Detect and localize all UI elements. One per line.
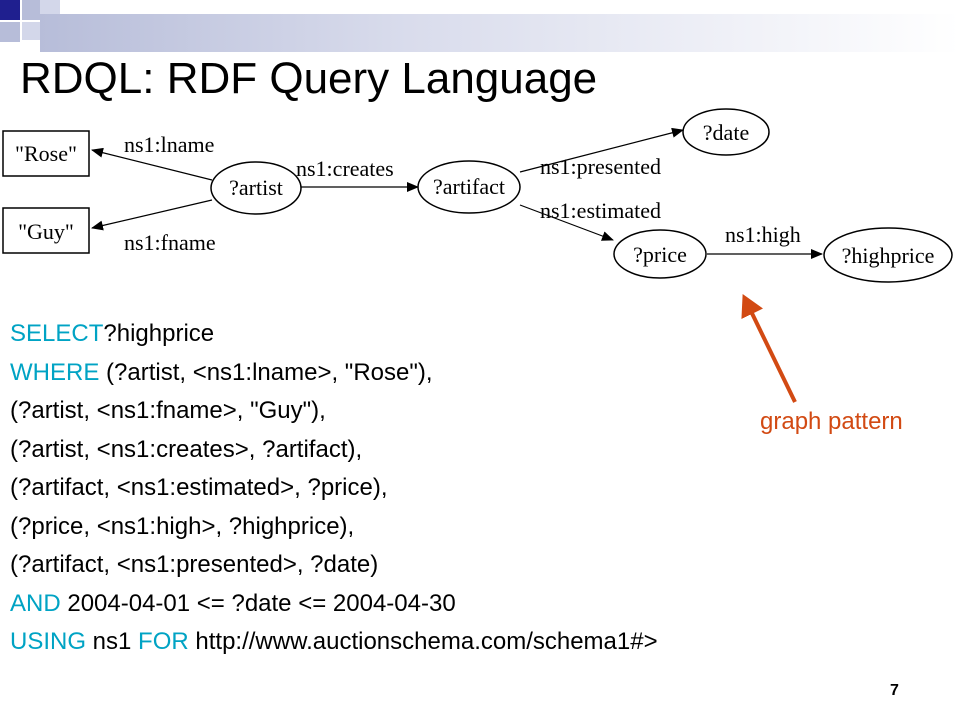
node-date-label: ?date bbox=[703, 120, 749, 145]
edge-creates-label: ns1:creates bbox=[296, 156, 394, 181]
query-line-high: (?price, <ns1:high>, ?highprice), bbox=[10, 512, 355, 540]
keyword-select: SELECT bbox=[10, 320, 104, 347]
node-date-ellipse bbox=[682, 108, 770, 156]
keyword-and: AND bbox=[10, 589, 61, 617]
edge-estimated-label: ns1:estimated bbox=[540, 198, 661, 223]
edge-presented-label: ns1:presented bbox=[540, 154, 661, 179]
query-select-text: ?highprice bbox=[103, 320, 215, 347]
decor-square-light bbox=[40, 0, 60, 14]
query-line-where: WHERE (?artist, <ns1:lname>, "Rose"), bbox=[10, 354, 870, 393]
decor-square-light bbox=[22, 22, 40, 40]
keyword-for: FOR bbox=[138, 628, 189, 655]
query-line-select: SELECT?highprice bbox=[10, 315, 870, 354]
decor-square-dark bbox=[0, 0, 20, 20]
edge-lname-label: ns1:lname bbox=[124, 132, 214, 157]
node-rose-label: "Rose" bbox=[15, 141, 77, 166]
graph-pattern-arrow bbox=[741, 294, 797, 403]
keyword-using: USING bbox=[10, 628, 87, 655]
node-artifact-ellipse bbox=[417, 160, 521, 214]
query-for-text: http://www.auctionschema.com/schema1#> bbox=[188, 628, 658, 655]
node-guy-box bbox=[2, 207, 90, 254]
edge-fname-arrow bbox=[91, 199, 213, 231]
rdql-query: SELECT?highprice WHERE (?artist, <ns1:ln… bbox=[10, 315, 870, 662]
node-highprice-label: ?highprice bbox=[842, 243, 935, 268]
page-number: 7 bbox=[890, 682, 899, 699]
keyword-where: WHERE bbox=[10, 358, 100, 386]
query-line-using: USING ns1 FOR http://www.auctionschema.c… bbox=[10, 623, 870, 662]
query-line-estimated: (?artifact, <ns1:estimated>, ?price), bbox=[10, 474, 388, 501]
decor-square-light bbox=[22, 0, 40, 20]
query-line-fname: (?artist, <ns1:fname>, "Guy"), bbox=[10, 397, 326, 424]
node-price-label: ?price bbox=[633, 242, 687, 267]
edge-fname-label: ns1:fname bbox=[124, 230, 216, 255]
node-highprice-ellipse bbox=[823, 227, 953, 283]
node-artifact-label: ?artifact bbox=[433, 174, 505, 199]
node-artist-ellipse bbox=[210, 161, 302, 215]
query-using-text: ns1 bbox=[86, 628, 139, 655]
node-rose-box bbox=[2, 130, 90, 177]
query-line-and: AND 2004-04-01 <= ?date <= 2004-04-30 bbox=[10, 585, 870, 624]
node-guy-label: "Guy" bbox=[18, 219, 74, 244]
query-line-presented: (?artifact, <ns1:presented>, ?date) bbox=[10, 551, 379, 578]
node-artist-label: ?artist bbox=[229, 175, 283, 200]
query-and-text: 2004-04-01 <= ?date <= 2004-04-30 bbox=[60, 589, 456, 617]
edge-presented-arrow bbox=[519, 127, 684, 173]
edge-estimated-arrow bbox=[519, 204, 614, 241]
slide-title: RDQL: RDF Query Language bbox=[20, 54, 598, 103]
query-where-text: (?artist, <ns1:lname>, "Rose"), bbox=[99, 358, 433, 386]
node-price-ellipse bbox=[613, 229, 707, 279]
decor-square-light bbox=[0, 22, 20, 42]
query-line-creates: (?artist, <ns1:creates>, ?artifact), bbox=[10, 435, 363, 463]
edge-lname-arrow bbox=[91, 147, 213, 181]
graph-pattern-label: graph pattern bbox=[760, 408, 903, 435]
edge-high-label: ns1:high bbox=[725, 222, 801, 247]
title-bar bbox=[40, 14, 960, 52]
